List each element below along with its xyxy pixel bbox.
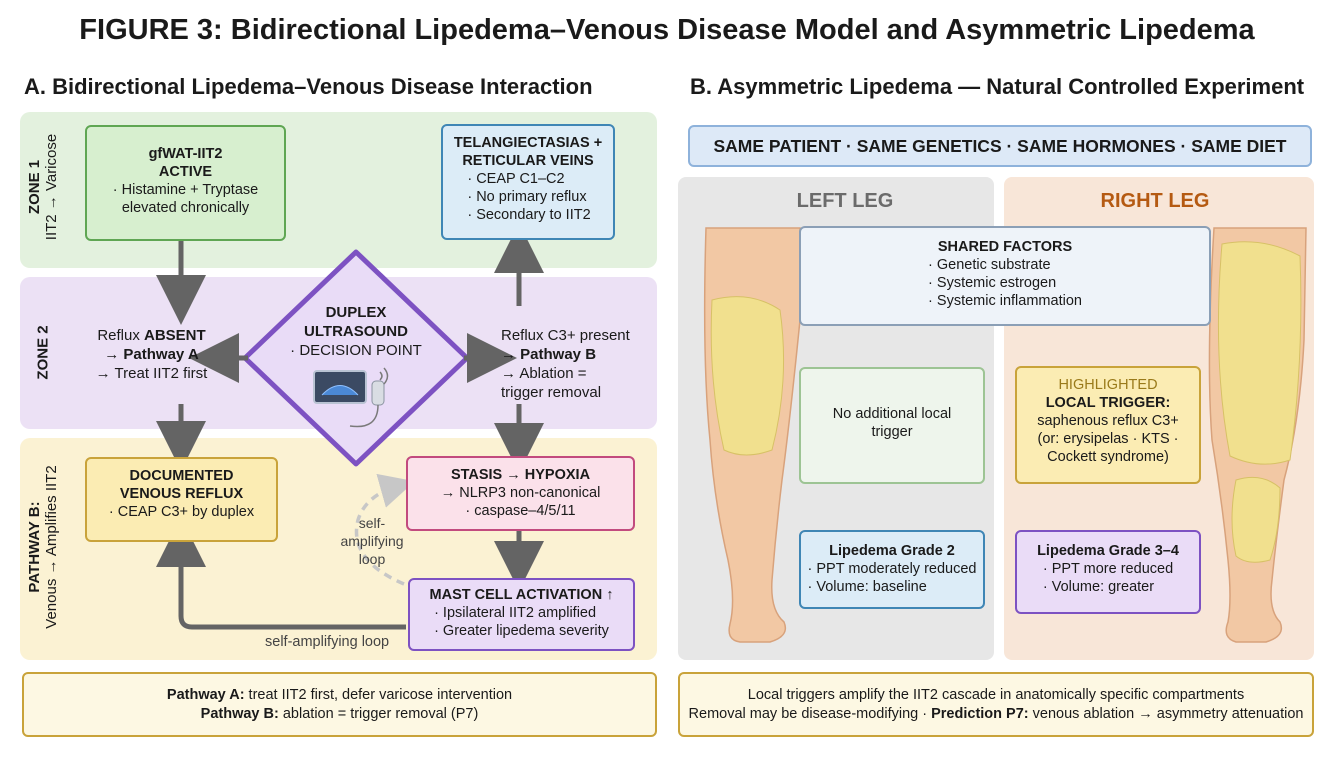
inner-loop-l1: self- bbox=[358, 515, 386, 531]
arrow-loop-inner bbox=[354, 473, 415, 586]
telang-item: · CEAP C1–C2 bbox=[467, 171, 565, 187]
b-footer-line1: Local triggers amplify the IIT2 cascade … bbox=[747, 687, 1245, 703]
absent-l1b: ABSENT bbox=[144, 327, 206, 344]
duplex-label: DUPLEX ULTRASOUND · DECISION POINT bbox=[272, 303, 440, 360]
gfwat-line2: elevated chronically bbox=[121, 200, 250, 216]
documented-title1: DOCUMENTED bbox=[129, 468, 234, 484]
right-leg-label: RIGHT LEG bbox=[1100, 190, 1210, 212]
present-l3: → Ablation = bbox=[501, 365, 587, 382]
inner-loop-l2: amplifying bbox=[340, 533, 404, 549]
duplex-sub: · DECISION POINT bbox=[290, 342, 422, 359]
gfwat-title1: gfWAT-IIT2 bbox=[148, 146, 223, 162]
present-l2b: Pathway B bbox=[520, 346, 597, 363]
local-trigger-tag: HIGHLIGHTED bbox=[1058, 377, 1158, 393]
present-l4: trigger removal bbox=[501, 384, 602, 401]
panel-b-footer: Local triggers amplify the IIT2 cascade … bbox=[678, 672, 1314, 737]
reflux-absent-text: Reflux ABSENT → Pathway A → Treat IIT2 f… bbox=[74, 326, 229, 383]
stasis-line2: · caspase–4/5/11 bbox=[465, 503, 576, 519]
right-leg-illustration bbox=[1208, 227, 1307, 643]
grade-3-4-box: Lipedema Grade 3–4 · PPT more reduced · … bbox=[1015, 530, 1201, 614]
footer-b-label: Pathway B: bbox=[200, 706, 279, 722]
reflux-present-text: Reflux C3+ present → Pathway B → Ablatio… bbox=[501, 326, 651, 402]
documented-title2: VENOUS REFLUX bbox=[119, 486, 244, 502]
no-trigger-l2: trigger bbox=[871, 424, 913, 440]
grade-2-box: Lipedema Grade 2 · PPT moderately reduce… bbox=[799, 530, 985, 609]
figure-title: FIGURE 3: Bidirectional Lipedema–Venous … bbox=[79, 14, 1255, 46]
outer-loop-label: self-amplifying loop bbox=[265, 634, 390, 650]
footer-a-label: Pathway A: bbox=[166, 687, 245, 703]
mast-cell-box: MAST CELL ACTIVATION ↑ · Ipsilateral IIT… bbox=[408, 578, 635, 651]
absent-l3: → Treat IIT2 first bbox=[95, 365, 208, 382]
gfwat-line1: · Histamine + Tryptase bbox=[112, 182, 259, 198]
footer-a-text: treat IIT2 first, defer varicose interve… bbox=[244, 687, 513, 703]
shared-item: · Genetic substrate bbox=[928, 257, 1051, 273]
telang-item: · Secondary to IIT2 bbox=[467, 207, 591, 223]
left-leg-illustration bbox=[703, 227, 801, 643]
no-trigger-l1: No additional local bbox=[832, 406, 952, 422]
panel-a-title: A. Bidirectional Lipedema–Venous Disease… bbox=[24, 74, 593, 99]
telang-box: TELANGIECTASIAS + RETICULAR VEINS · CEAP… bbox=[441, 124, 615, 240]
local-trigger-box: HIGHLIGHTED LOCAL TRIGGER: saphenous ref… bbox=[1015, 366, 1201, 484]
inner-loop-label: self- amplifying loop bbox=[322, 514, 422, 568]
shared-item: · Systemic inflammation bbox=[928, 293, 1082, 309]
shared-item: · Systemic estrogen bbox=[928, 275, 1057, 291]
shared-factors-box: SHARED FACTORS · Genetic substrate · Sys… bbox=[799, 226, 1211, 326]
local-trigger-title: LOCAL TRIGGER: bbox=[1045, 395, 1171, 411]
inner-loop-l3: loop bbox=[358, 551, 386, 567]
grade34-item: · Volume: greater bbox=[1042, 579, 1155, 595]
documented-box: DOCUMENTED VENOUS REFLUX · CEAP C3+ by d… bbox=[85, 457, 278, 542]
grade34-item: · PPT more reduced bbox=[1042, 561, 1174, 577]
absent-l1a: Reflux bbox=[97, 327, 144, 344]
stasis-line1: → NLRP3 non-canonical bbox=[440, 485, 601, 501]
mast-title: MAST CELL ACTIVATION ↑ bbox=[429, 587, 614, 603]
b-footer-line2b: Prediction P7: bbox=[931, 706, 1029, 722]
grade34-title: Lipedema Grade 3–4 bbox=[1037, 543, 1179, 559]
grade2-title: Lipedema Grade 2 bbox=[829, 543, 955, 559]
absent-l2a: → bbox=[104, 346, 124, 363]
shared-title: SHARED FACTORS bbox=[937, 239, 1073, 255]
gfwat-box: gfWAT-IIT2 ACTIVE · Histamine + Tryptase… bbox=[85, 125, 286, 241]
footer-b-text: ablation = trigger removal (P7) bbox=[278, 706, 479, 722]
present-l1: Reflux C3+ present bbox=[501, 327, 630, 344]
b-footer-line2c: venous ablation → asymmetry attenuation bbox=[1028, 706, 1304, 722]
stasis-box: STASIS → HYPOXIA → NLRP3 non-canonical ·… bbox=[406, 456, 635, 531]
no-trigger-box: No additional local trigger bbox=[799, 367, 985, 484]
mast-item: · Ipsilateral IIT2 amplified bbox=[434, 605, 597, 621]
local-trigger-l1: saphenous reflux C3+ bbox=[1037, 413, 1179, 429]
mast-item: · Greater lipedema severity bbox=[434, 623, 609, 639]
gfwat-title2: ACTIVE bbox=[158, 164, 213, 180]
local-trigger-l3: Cockett syndrome) bbox=[1047, 449, 1169, 465]
grade2-item: · Volume: baseline bbox=[807, 579, 927, 595]
telang-title2: RETICULAR VEINS bbox=[462, 153, 594, 169]
arrow-loop-outer bbox=[156, 517, 406, 630]
same-patient-banner: SAME PATIENT · SAME GENETICS · SAME HORM… bbox=[688, 125, 1312, 167]
local-trigger-l2: (or: erysipelas · KTS · bbox=[1037, 431, 1179, 447]
b-footer-line2a: Removal may be disease-modifying · bbox=[688, 706, 932, 722]
duplex-title1: DUPLEX bbox=[325, 304, 387, 321]
ultrasound-icon bbox=[313, 367, 389, 428]
decision-diamond bbox=[242, 249, 470, 467]
telang-title1: TELANGIECTASIAS + bbox=[453, 135, 603, 151]
documented-line: · CEAP C3+ by duplex bbox=[108, 504, 255, 520]
telang-item: · No primary reflux bbox=[467, 189, 587, 205]
absent-l2b: Pathway A bbox=[123, 346, 199, 363]
present-l2a: → bbox=[501, 346, 521, 363]
duplex-title2: ULTRASOUND bbox=[304, 323, 408, 340]
grade2-item: · PPT moderately reduced bbox=[807, 561, 977, 577]
left-leg-label: LEFT LEG bbox=[796, 190, 894, 212]
panel-b-title: B. Asymmetric Lipedema — Natural Control… bbox=[690, 74, 1305, 99]
stasis-title: STASIS → HYPOXIA bbox=[450, 467, 591, 483]
panel-a-footer: Pathway A: treat IIT2 first, defer varic… bbox=[22, 672, 657, 737]
